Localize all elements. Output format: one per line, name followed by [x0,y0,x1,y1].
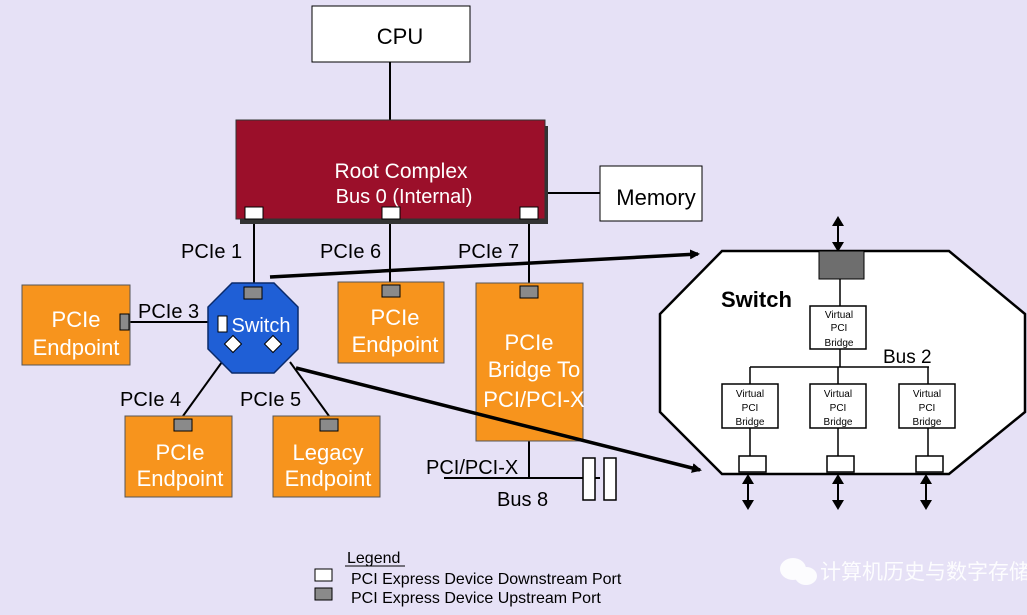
virtual-pci-bridge-downstream [898,383,956,429]
cpu-label: CPU [377,24,423,49]
arrow-down-icon [832,242,844,252]
link-label-pcie6: PCIe 6 [320,241,381,263]
memory-label: Memory [616,185,695,210]
upstream-port [119,313,130,331]
link-label-pcie7: PCIe 7 [458,241,519,263]
bridge-label-line1: PCIe [505,330,554,355]
vpb-line2: PCI [919,403,936,414]
watermark: 计算机历史与数字存储 [780,558,1027,585]
vpb-line1: Virtual [825,310,853,321]
pcie-bridge: PCIe Bridge To PCI/PCI-X [475,282,585,442]
bridge-label-line3: PCI/PCI-X [483,387,585,412]
zoom-arrows [269,249,702,473]
pcie-endpoint-center: PCIe Endpoint [337,281,445,364]
pcie-endpoint-left: PCIe Endpoint [21,284,131,366]
downstream-port [381,206,401,220]
arrow-up-icon [832,216,844,226]
legend: Legend PCI Express Device Downstream Por… [314,550,622,607]
arrow-down-icon [920,500,932,510]
upstream-port [519,285,539,299]
downstream-port [519,206,539,220]
vpb-line1: Virtual [736,389,764,400]
arrow-up-icon [742,474,754,484]
root-complex-bus: Bus 0 (Internal) [336,186,473,208]
legacy-label-line2: Endpoint [285,466,372,491]
pci-bus-label: PCI/PCI-X [426,457,518,479]
downstream-port [223,334,243,354]
memory-box [599,165,703,222]
pci-slot [582,457,617,501]
connector-lines [130,62,600,479]
vpb-line3: Bridge [824,417,853,428]
virtual-pci-bridge-downstream [721,383,779,429]
legend-upstream-swatch [314,587,333,601]
vpb-line3: Bridge [825,338,854,349]
downstream-port [738,455,767,473]
vpb-line3: Bridge [736,417,765,428]
legacy-label-line1: Legacy [293,440,364,465]
endpoint-label-line1: PCIe [156,440,205,465]
downstream-port [217,315,228,333]
virtual-pci-bridge-upstream [809,305,867,350]
vpb-line2: PCI [831,323,848,334]
arrow-down-icon [742,500,754,510]
watermark-text: 计算机历史与数字存储 [820,560,1027,584]
link-label-pcie3: PCIe 3 [138,301,199,323]
downstream-port [915,455,944,473]
legend-downstream-label: PCI Express Device Downstream Port [351,571,622,588]
endpoint-label-line1: PCIe [371,305,420,330]
pci-bus-number: Bus 8 [497,489,548,511]
downstream-port [244,206,264,220]
switch-node: Switch [207,282,299,374]
switch-label: Switch [232,315,291,337]
arrow-down-icon [832,500,844,510]
pcie-endpoint-bottom-left: PCIe Endpoint [124,415,233,498]
cpu-box [311,5,471,63]
endpoint-label-line2: Endpoint [352,332,439,357]
vpb-line3: Bridge [913,417,942,428]
legacy-endpoint: Legacy Endpoint [272,415,381,498]
upstream-port [319,418,339,432]
legend-downstream-swatch [314,568,333,582]
endpoint-label-line1: PCIe [52,307,101,332]
root-complex: Root Complex Bus 0 (Internal) [235,119,548,224]
downstream-port [826,455,855,473]
arrow-up-icon [832,474,844,484]
upstream-port [243,286,263,300]
endpoint-label-line2: Endpoint [137,466,224,491]
link-label-pcie5: PCIe 5 [240,389,301,411]
upstream-port [381,284,401,298]
upstream-port [173,418,193,432]
root-complex-title: Root Complex [334,160,468,183]
vpb-line2: PCI [742,403,759,414]
internal-bus-label: Bus 2 [883,347,932,368]
vpb-line1: Virtual [824,389,852,400]
link-label-pcie4: PCIe 4 [120,389,181,411]
switch-detail: Switch Virtual PCI Bridge Bus 2 Virtual … [658,216,1027,510]
vpb-line2: PCI [830,403,847,414]
endpoint-label-line2: Endpoint [33,335,120,360]
legend-title: Legend [347,550,400,567]
virtual-pci-bridge-downstream [809,383,867,429]
downstream-port [263,334,283,354]
link-label-pcie1: PCIe 1 [181,241,242,263]
arrow-up-icon [920,474,932,484]
upstream-port [818,250,865,280]
bridge-label-line2: Bridge To [488,357,581,382]
wechat-icon [795,567,817,585]
switch-detail-title: Switch [721,287,792,312]
vpb-line1: Virtual [913,389,941,400]
legend-upstream-label: PCI Express Device Upstream Port [351,590,601,607]
